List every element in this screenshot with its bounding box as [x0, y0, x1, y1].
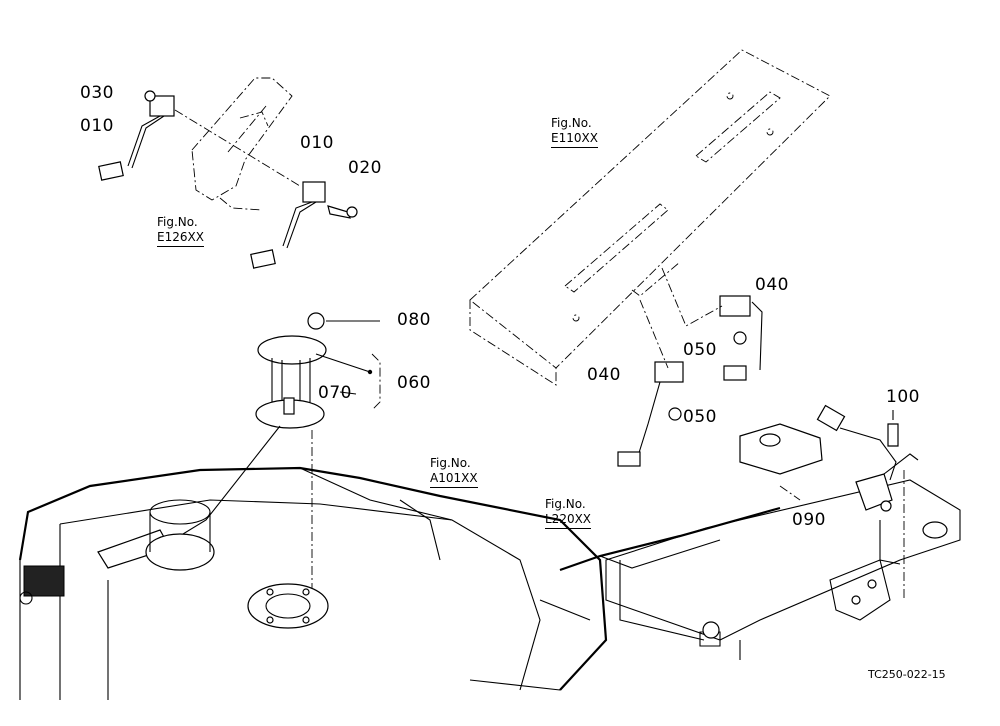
fig-ref-l220-label: Fig.No.: [545, 497, 586, 511]
fig-ref-e126: Fig.No. E126XX: [157, 215, 204, 247]
drawing-code: TC250-022-15: [868, 668, 946, 681]
fig-ref-a101-code: A101XX: [430, 471, 478, 488]
fig-ref-l220-code: L220XX: [545, 512, 592, 529]
fig-ref-e110: Fig.No. E110XX: [551, 116, 598, 148]
part-050-upper-label: 050: [683, 340, 717, 360]
switch-bracket-assembly: [98, 77, 358, 269]
seat-rail-frame: [559, 404, 961, 660]
part-090-label: 090: [792, 510, 826, 530]
part-040-upper-label: 040: [755, 275, 789, 295]
fig-ref-l220: Fig.No. L220XX: [545, 497, 592, 529]
fig-ref-a101-label: Fig.No.: [430, 456, 471, 470]
part-010-right-label: 010: [300, 133, 334, 153]
part-020-label: 020: [348, 158, 382, 178]
fuel-tank: [18, 466, 608, 700]
fuel-sender-unit: [97, 312, 381, 592]
part-080-label: 080: [397, 310, 431, 330]
fig-ref-e110-code: E110XX: [551, 131, 598, 148]
part-060-label: 060: [397, 373, 431, 393]
fig-ref-a101: Fig.No. A101XX: [430, 456, 478, 488]
part-070-label: 070: [318, 383, 352, 403]
part-030-label: 030: [80, 83, 114, 103]
seat-plate: [469, 49, 831, 467]
part-050-lower-label: 050: [683, 407, 717, 427]
fig-ref-e126-label: Fig.No.: [157, 215, 198, 229]
part-100-label: 100: [886, 387, 920, 407]
fig-ref-e110-label: Fig.No.: [551, 116, 592, 130]
part-010-left-label: 010: [80, 116, 114, 136]
part-040-lower-label: 040: [587, 365, 621, 385]
fig-ref-e126-code: E126XX: [157, 230, 204, 247]
